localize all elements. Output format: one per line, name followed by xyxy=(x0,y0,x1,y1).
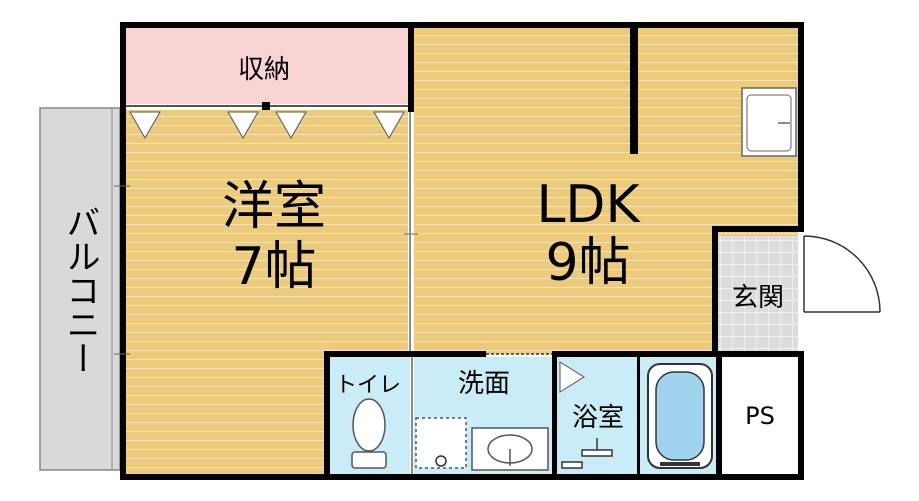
washroom-label: 洗面 xyxy=(458,369,510,399)
entrance-floor xyxy=(718,236,798,354)
ps-label: PS xyxy=(745,402,775,430)
entrance-label: 玄関 xyxy=(732,283,784,313)
bath-faucet xyxy=(561,438,613,469)
closet-doors xyxy=(129,111,405,140)
western-room-name: 洋室 xyxy=(222,177,326,237)
bathroom-door xyxy=(559,361,585,393)
storage-label: 収納 xyxy=(238,55,290,85)
walls xyxy=(120,22,804,480)
bathroom-label: 浴室 xyxy=(572,403,624,433)
balcony xyxy=(39,107,121,471)
ldk-name: LDK xyxy=(536,175,641,235)
western-room-size: 7帖 xyxy=(231,237,316,297)
ps-floor xyxy=(722,357,798,474)
storage-floor xyxy=(120,28,408,104)
ldk-size: 9帖 xyxy=(545,233,630,293)
bathtub xyxy=(647,363,713,469)
washing-machine-pan xyxy=(415,417,467,469)
toilet-label: トイレ xyxy=(335,373,401,398)
kitchen-counter xyxy=(741,87,797,157)
balcony-label: バルコニー xyxy=(60,205,100,375)
wash-basin xyxy=(471,427,549,471)
toilet-fixture xyxy=(351,398,387,469)
entrance-door xyxy=(803,235,881,313)
